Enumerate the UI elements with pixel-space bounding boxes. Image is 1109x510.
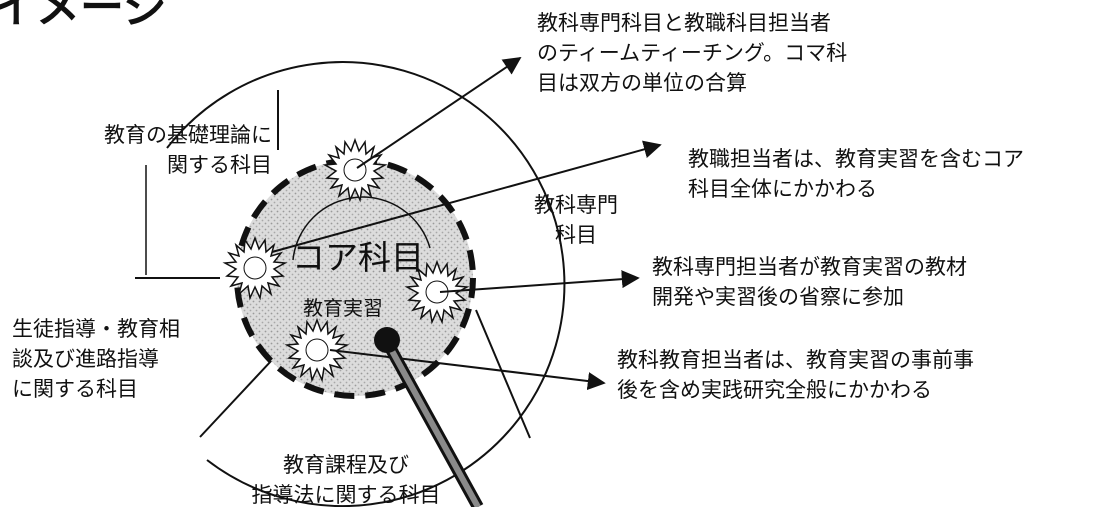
note-subject-education-staff: 教科教育担当者は、教育実習の事前事 後を含め実践研究全般にかかわる [617,348,974,402]
core-title: コア科目 [292,238,424,277]
arrow-subject-education [329,349,606,390]
page-title: イメージ [0,0,168,33]
label-foundations: 教育の基礎理論に 関する科目 [104,123,272,177]
label-subject-specialty: 教科専門 科目 [534,193,618,247]
pointer-tip [374,327,400,353]
note-teaching-staff: 教職担当者は、教育実習を含むコア 科目全体にかかわる [688,147,1024,201]
label-curriculum: 教育課程及び 指導法に関する科目 [251,453,441,507]
divider-lower-left [199,359,273,438]
inner-curve [292,196,431,261]
arrow-subject-staff [439,270,640,293]
label-guidance: 生徒指導・教育相 談及び進路指導 に関する科目 [12,317,180,401]
divider-right [475,309,531,439]
note-subject-staff: 教科専門担当者が教育実習の教材 開発や実習後の省察に参加 [652,255,967,309]
arrow-team-teaching [356,56,522,169]
burst-left [224,237,286,299]
note-team-teaching: 教科専門科目と教職科目担当者 のティームティーチング。コマ科 目は双方の単位の合… [537,11,848,95]
arrow-teaching-staff [271,140,662,253]
burst-bottom [286,319,348,381]
core-subtitle: 教育実習 [303,296,383,320]
outer-ring-arc [166,61,566,507]
